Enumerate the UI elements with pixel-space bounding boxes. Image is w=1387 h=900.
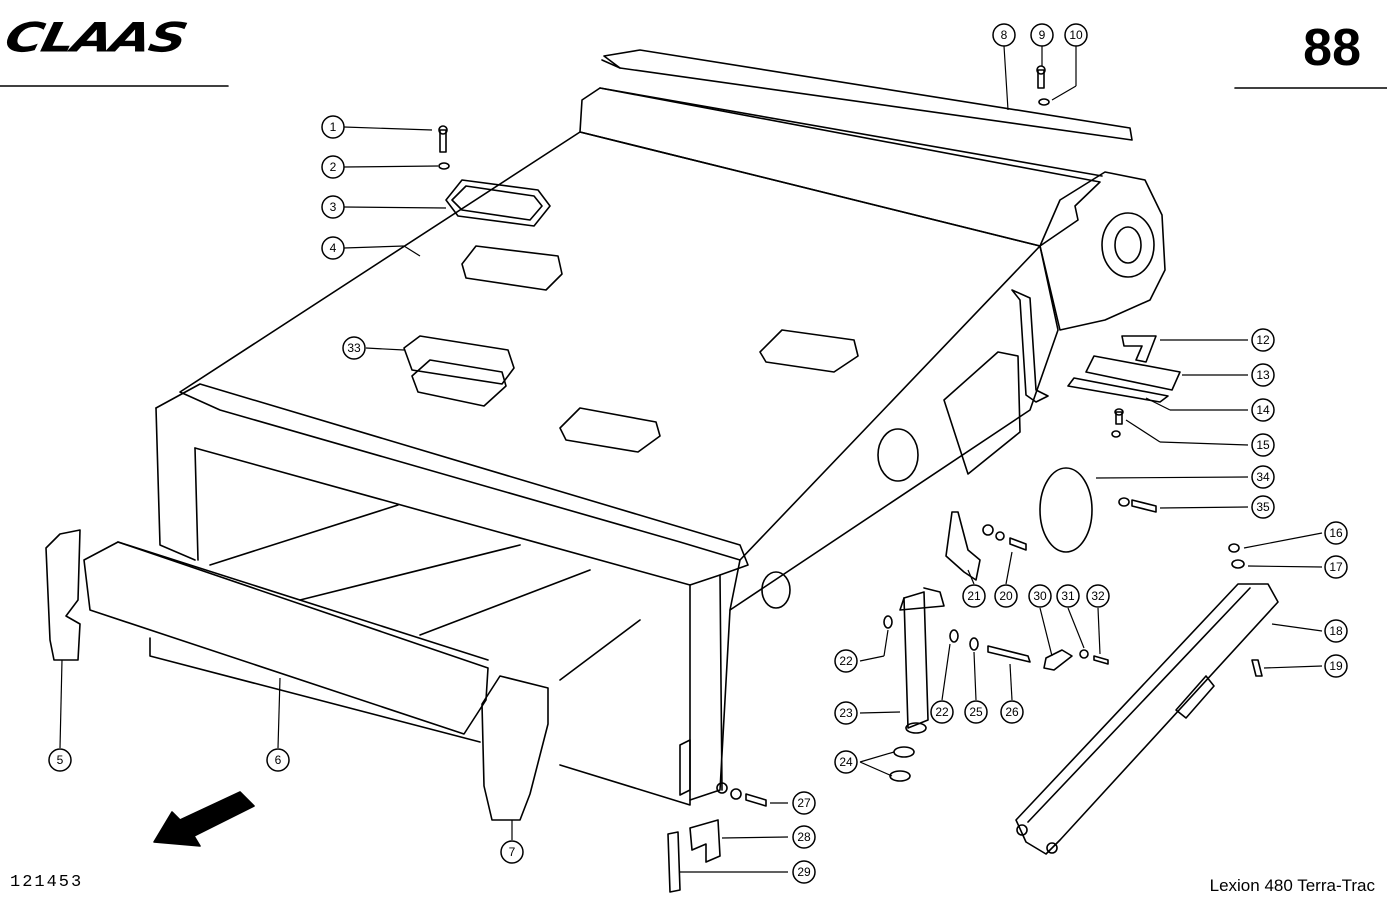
page-number: 88: [1303, 19, 1361, 77]
plate-13: [1085, 355, 1181, 391]
callout-13: 13: [1256, 368, 1270, 382]
inspection-cover-frame: [445, 179, 551, 227]
nut-16: [1228, 543, 1240, 553]
model-name: Lexion 480 Terra-Trac: [1209, 876, 1375, 895]
callout-18: 18: [1329, 624, 1343, 638]
callout-34: 34: [1256, 470, 1270, 484]
callout-33: 33: [347, 341, 361, 355]
callout-19: 19: [1329, 659, 1343, 673]
callout-24: 24: [839, 755, 853, 769]
callout-35: 35: [1256, 500, 1270, 514]
bolt-35: [1118, 497, 1157, 513]
callout-21: 21: [967, 589, 981, 603]
callout-22-left: 22: [839, 654, 853, 668]
bolt-26: [987, 645, 1031, 663]
callout-bubbles: [48, 23, 1348, 884]
bracket-12: [1121, 335, 1157, 363]
washer-25: [969, 637, 979, 651]
callout-30: 30: [1033, 589, 1047, 603]
callout-8: 8: [1001, 28, 1008, 42]
hydraulic-cylinder-23: [899, 587, 945, 734]
washer-10: [1038, 98, 1050, 106]
bolt-32: [1093, 655, 1109, 665]
round-cover-34: [1039, 467, 1093, 553]
direction-arrow: [153, 791, 255, 847]
rail-18: [1015, 583, 1279, 855]
callout-27: 27: [797, 796, 811, 810]
callout-28: 28: [797, 830, 811, 844]
strip-29: [667, 831, 681, 893]
bolt-9: [1036, 65, 1046, 89]
washer-31: [1079, 649, 1089, 659]
callout-32: 32: [1091, 589, 1105, 603]
main-frame: [155, 87, 1166, 806]
bolt-1: [438, 125, 448, 153]
callout-26: 26: [1005, 705, 1019, 719]
leader-lines: [59, 45, 1323, 873]
washer-17: [1231, 559, 1245, 569]
callout-16: 16: [1329, 526, 1343, 540]
top-cover-plate: [601, 49, 1133, 141]
callout-7: 7: [509, 845, 516, 859]
front-beam-6: [83, 541, 489, 743]
drawing-number: 121453: [10, 873, 84, 892]
callout-3: 3: [330, 200, 337, 214]
callout-1: 1: [330, 120, 337, 134]
bracket-5: [45, 529, 81, 661]
callout-15: 15: [1256, 438, 1270, 452]
callout-12: 12: [1256, 333, 1270, 347]
callout-17: 17: [1329, 560, 1343, 574]
callout-25: 25: [969, 705, 983, 719]
plate-14: [1067, 377, 1169, 403]
callout-22-right: 22: [935, 705, 949, 719]
plate-28: [689, 819, 721, 863]
bolt-20: [982, 524, 1027, 551]
mounting-plate: [943, 351, 1021, 475]
callout-5: 5: [57, 753, 64, 767]
bracket-7: [481, 675, 549, 821]
washer-22-right: [949, 629, 959, 643]
callout-14: 14: [1256, 403, 1270, 417]
bolt-15: [1111, 408, 1124, 438]
callout-23: 23: [839, 706, 853, 720]
callout-4: 4: [330, 241, 337, 255]
callout-6: 6: [275, 753, 282, 767]
callout-2: 2: [330, 160, 337, 174]
link-30: [1043, 649, 1073, 671]
bolt-27: [716, 782, 767, 807]
bolt-19: [1251, 659, 1263, 677]
washer-22-left: [883, 615, 893, 629]
callout-20: 20: [999, 589, 1013, 603]
callout-10: 10: [1069, 28, 1083, 42]
washer-2: [438, 162, 450, 170]
callout-29: 29: [797, 865, 811, 879]
cover-plate-33: [403, 335, 515, 385]
callout-31: 31: [1061, 589, 1075, 603]
callout-9: 9: [1039, 28, 1046, 42]
clamp-21: [945, 511, 981, 581]
